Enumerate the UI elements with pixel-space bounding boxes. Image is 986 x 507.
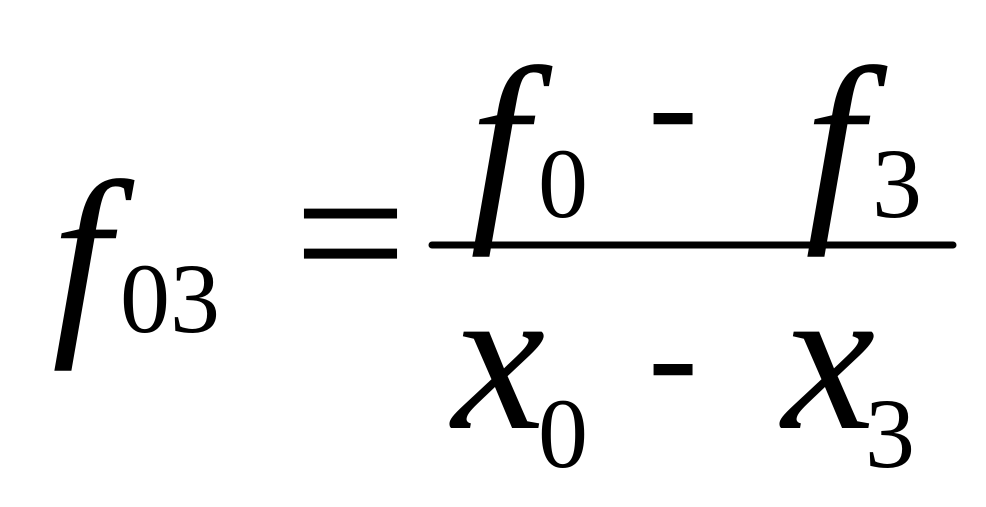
denominator-term2-subscript: 3	[865, 378, 915, 489]
denominator-term2-symbol: x	[779, 242, 875, 474]
equals-sign: =	[294, 123, 407, 344]
denominator-minus: -	[648, 272, 698, 438]
denominator: x 0 - x 3	[449, 242, 915, 489]
denominator-term1-subscript: 0	[538, 378, 588, 489]
numerator: f 0 - f 3	[470, 21, 922, 258]
lhs-term: f 03	[52, 140, 220, 372]
numerator-minus: -	[648, 21, 698, 187]
numerator-term2-subscript: 3	[872, 128, 922, 239]
numerator-term1-subscript: 0	[538, 128, 588, 239]
lhs-subscript: 03	[120, 243, 220, 354]
denominator-term1-symbol: x	[449, 242, 545, 474]
